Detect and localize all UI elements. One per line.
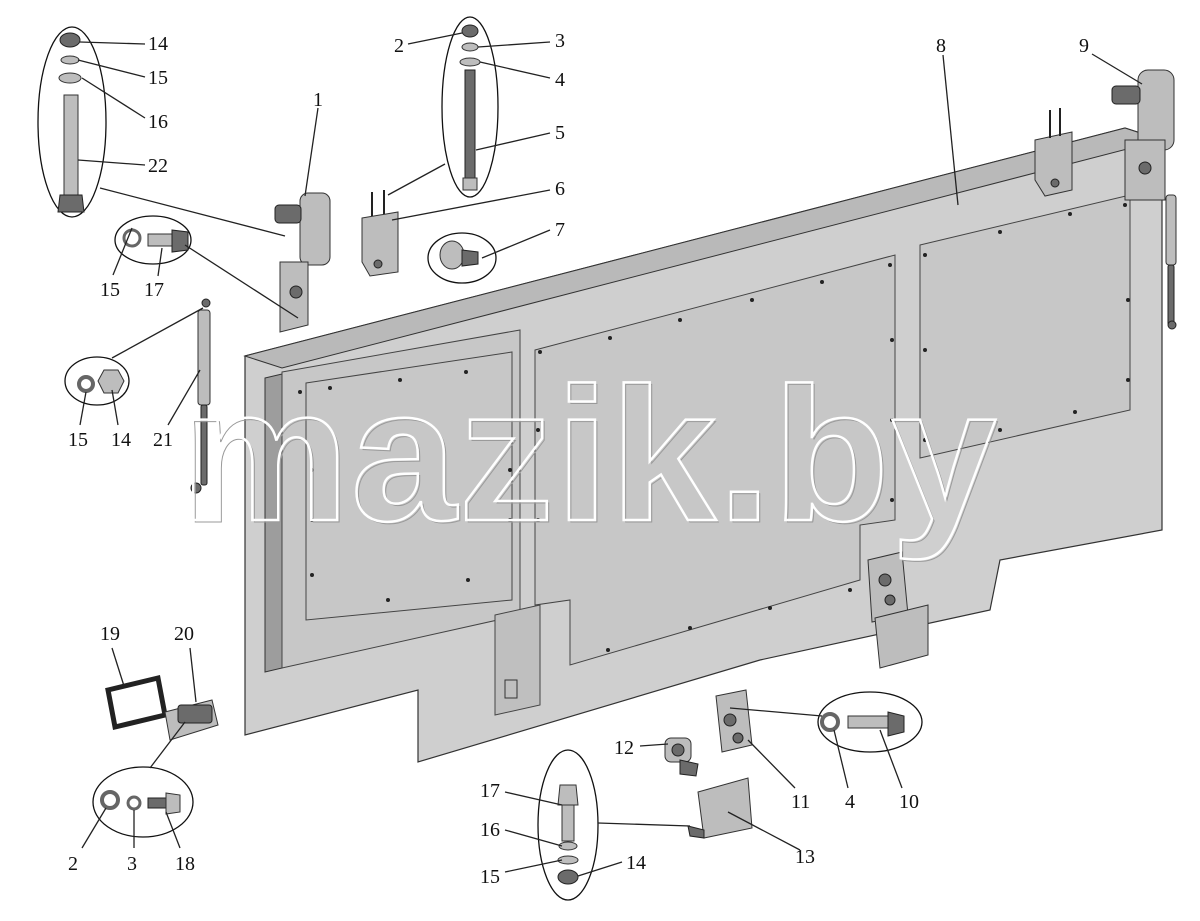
- callout-15-top: 15: [148, 67, 168, 89]
- callout-2-bottom: 2: [68, 853, 78, 875]
- hinge-right: [1111, 69, 1177, 330]
- bolt-group-bottom: [537, 749, 599, 901]
- callout-17-bottom: 17: [480, 780, 500, 802]
- callout-10: 10: [899, 791, 919, 813]
- callout-16-bottom: 16: [480, 819, 500, 841]
- callout-15-bottom: 15: [480, 866, 500, 888]
- bracket-6: [361, 190, 399, 277]
- callout-2-top: 2: [394, 35, 404, 57]
- callout-4-bottom: 4: [845, 791, 855, 813]
- callout-19: 19: [100, 623, 120, 645]
- callout-15-mid: 15: [100, 279, 120, 301]
- seal-frame-19: [105, 674, 168, 731]
- cover-13: [687, 777, 753, 839]
- callout-3-bottom: 3: [127, 853, 137, 875]
- callout-16-top: 16: [148, 111, 168, 133]
- callout-15-left: 15: [68, 429, 88, 451]
- latch-11: [715, 689, 753, 753]
- latch-mechanism: [867, 551, 929, 669]
- callout-14-bottom: 14: [626, 852, 646, 874]
- leader-lines: [77, 32, 1143, 877]
- watermark-outline: mazik.by: [182, 351, 1001, 563]
- callout-18: 18: [175, 853, 195, 875]
- callout-14-top: 14: [148, 33, 168, 55]
- callout-7: 7: [555, 219, 565, 241]
- callout-6: 6: [555, 178, 565, 200]
- callout-22: 22: [148, 155, 168, 177]
- bolt-group-top-left: [37, 26, 107, 218]
- callout-4-top: 4: [555, 69, 565, 91]
- lock-12: [664, 737, 699, 777]
- callout-11: 11: [791, 791, 810, 813]
- callout-21: 21: [153, 429, 173, 451]
- callout-12: 12: [614, 737, 634, 759]
- bracket-top-right: [1034, 108, 1073, 197]
- bolt-group-2-3-18: [92, 766, 194, 838]
- bolt-group-4-10: [817, 691, 923, 753]
- handle-20: [164, 699, 219, 741]
- rivets: [298, 203, 1130, 652]
- callout-numbers: 14 15 16 22 1 2 3 4 5 6 7 8 9 15 17 15 1…: [68, 30, 1089, 888]
- bolt-group-top-center: [441, 16, 499, 198]
- callout-14-left: 14: [111, 429, 131, 451]
- callout-8: 8: [936, 35, 946, 57]
- callout-9: 9: [1079, 35, 1089, 57]
- stop-7: [427, 232, 497, 284]
- watermark: mazik.by: [180, 349, 999, 561]
- callout-5: 5: [555, 122, 565, 144]
- hinge-left: [274, 192, 331, 333]
- callout-1: 1: [313, 89, 323, 111]
- callout-17-mid: 17: [144, 279, 164, 301]
- gas-strut: [190, 298, 211, 494]
- callout-13: 13: [795, 846, 815, 868]
- nut-group-15-14: [64, 356, 130, 406]
- callout-3-top: 3: [555, 30, 565, 52]
- bolt-group-15-17: [114, 215, 192, 265]
- door-panel: [243, 127, 1164, 763]
- callout-20: 20: [174, 623, 194, 645]
